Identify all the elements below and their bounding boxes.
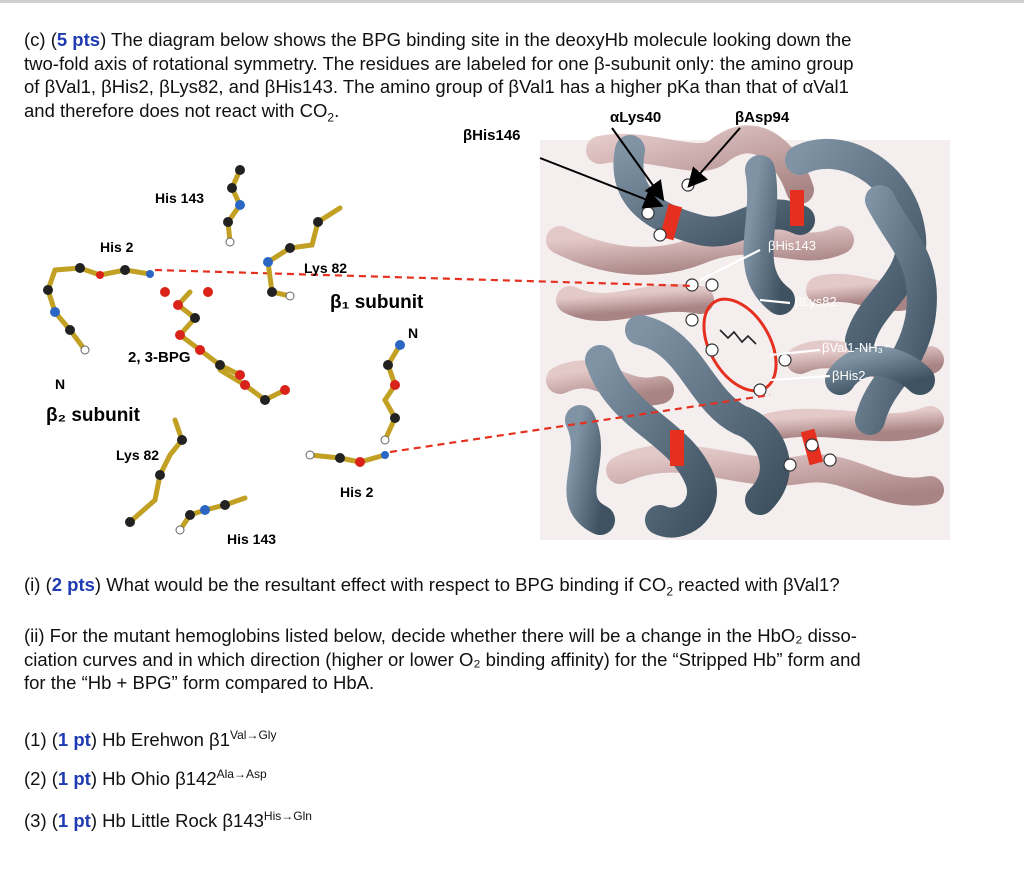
intro-paragraph: (c) (5 pts) The diagram below shows the … [24,28,1004,130]
intro-line-4: and therefore does not react with CO2. [24,99,340,125]
label-lys82-top: Lys 82 [304,260,347,276]
label-bhis143: βHis143 [768,238,816,253]
part-label: (c) ( [24,29,57,50]
label-bval1: βVal1-NH₃⁺ [822,340,890,355]
bpg-binding-figure: βHis146 αLys40 βAsp94 βHis143 βLys82 βVa… [43,109,950,547]
mutant-item-1: (1) (1 pt) Hb Erehwon β1Val→Gly [24,728,277,751]
label-blys82: βLys82 [795,294,837,309]
question-ii-line-1: (ii) For the mutant hemoglobins listed b… [24,625,857,646]
ball-and-stick-model [43,165,405,535]
label-his143-top: His 143 [155,190,204,206]
intro-line-2: two-fold axis of rotational symmetry. Th… [24,52,854,74]
label-bhis2: βHis2 [832,368,865,383]
question-ii: (ii) For the mutant hemoglobins listed b… [24,624,1004,695]
mutant-item-3: (3) (1 pt) Hb Little Rock β143His→Gln [24,809,312,832]
label-lys82-bottom: Lys 82 [116,447,159,463]
label-b2-subunit: β₂ subunit [46,405,141,426]
label-his2-bottom: His 2 [340,484,374,500]
label-b1-subunit: β₁ subunit [330,292,424,313]
intro-line-1: (c) (5 pts) The diagram below shows the … [24,28,1004,52]
pointer-arrows [539,127,741,209]
label-basp94: βAsp94 [735,109,790,126]
intro-line-3: of βVal1, βHis2, βLys82, and βHis143. Th… [24,76,849,97]
label-bpg: 2, 3-BPG [128,349,191,366]
label-n-right: N [408,325,418,341]
question-ii-line-2: ciation curves and in which direction (h… [24,648,861,670]
dashed-connectors [154,268,771,454]
label-alys40: αLys40 [610,109,661,126]
label-his143-bottom: His 143 [227,531,276,547]
label-his2-left: His 2 [100,239,134,255]
intro-text-1: ) The diagram below shows the BPG bindin… [100,29,852,50]
points-badge: 5 pts [56,29,101,50]
label-n-left: N [55,376,65,392]
mutant-item-2: (2) (1 pt) Hb Ohio β142Ala→Asp [24,767,267,790]
question-ii-line-3: for the “Hb + BPG” form compared to HbA. [24,672,375,693]
points-badge: 2 pts [51,574,95,595]
top-rule [0,0,1024,3]
question-i: (i) (2 pts) What would be the resultant … [24,574,840,599]
hemoglobin-ribbon [540,125,950,540]
label-bhis146: βHis146 [463,127,521,144]
